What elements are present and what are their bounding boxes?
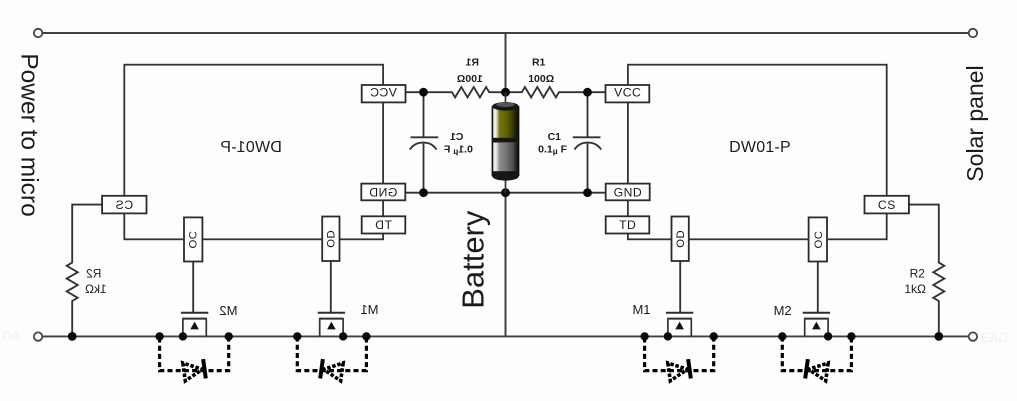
svg-text:DA: DA	[2, 328, 20, 343]
svg-text:Solar panel: Solar panel	[962, 65, 988, 181]
svg-text:Battery: Battery	[456, 210, 491, 309]
svg-text:Power to micro: Power to micro	[16, 53, 43, 216]
svg-text:EAD: EAD	[981, 330, 1008, 345]
